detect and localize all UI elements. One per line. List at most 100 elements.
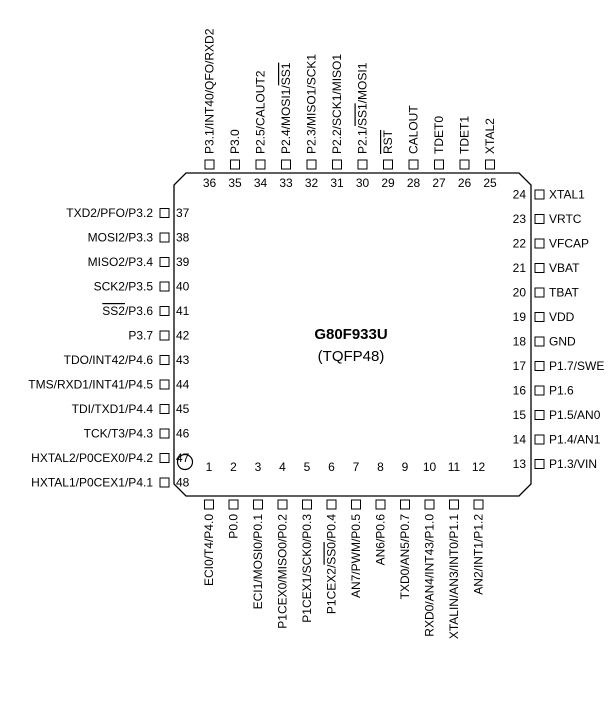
pin-label: ECI1/MOSI0/P0.1: [251, 514, 265, 610]
pin-47: 47 HXTAL2/P0CEX0/P4.2: [31, 451, 190, 465]
pin-27: 27 TDET0: [432, 116, 446, 190]
pin-label: XTAL1: [549, 188, 585, 202]
pin-label: P2.3/MISO1/SCK1: [305, 54, 319, 154]
pin-label: P2.5/CALOUT2: [254, 70, 268, 154]
pin-pad: [459, 159, 470, 170]
pin-label: P2.2/SCK1/MISO1: [330, 54, 344, 154]
pins-layer: 1ECI0/T4/P4.02P0.03ECI1/MOSI0/P0.14P1CEX…: [28, 28, 604, 639]
pin-number: 18: [513, 335, 527, 349]
pin-number: 46: [176, 427, 190, 441]
pin-label: TDO/INT42/P4.6: [64, 353, 154, 367]
pin-label: TDET1: [458, 116, 472, 154]
pin-number: 34: [254, 176, 268, 190]
pin-label: HXTAL2/P0CEX0/P4.2: [31, 451, 153, 465]
pin-pad: [159, 330, 170, 341]
pin-label: TXD2/PFO/P3.2: [66, 206, 153, 220]
pin-number: 31: [330, 176, 344, 190]
pin-label: CALOUT: [407, 105, 421, 154]
pin-number: 1: [206, 460, 213, 474]
pin1-marker: [176, 453, 194, 471]
pin-label: P3.7: [128, 329, 153, 343]
pin-pad: [400, 499, 410, 510]
pin-pad: [204, 159, 215, 170]
pin-number: 32: [305, 176, 319, 190]
pin-number: 13: [513, 457, 527, 471]
pin-pad: [159, 257, 170, 267]
pin-number: 3: [255, 460, 262, 474]
pin-pad: [534, 459, 545, 469]
chip-body: [173, 172, 532, 497]
pin-pad: [159, 355, 170, 365]
pin-31: 31 P2.2/SCK1/MISO1: [330, 54, 344, 190]
pin-pad: [302, 499, 312, 510]
pin-pad: [326, 499, 337, 510]
pin-pad: [534, 336, 545, 347]
pin-number: 11: [448, 460, 461, 474]
pin-pad: [281, 159, 291, 170]
pin-label: RST: [381, 129, 395, 154]
pin-number: 7: [353, 460, 360, 474]
pin-number: 5: [304, 460, 311, 474]
pin-label: P1CEX1/SCK0/P0.3: [300, 514, 314, 623]
pin-pad: [434, 159, 444, 170]
pin-label: RXD0/AN4/INT43/P1.0: [423, 514, 437, 637]
pin-number: 39: [176, 255, 190, 269]
pin-number: 14: [513, 433, 527, 447]
pin-pad: [473, 499, 484, 510]
pin-label: TBAT: [549, 286, 579, 300]
pin-number: 25: [483, 176, 497, 190]
pin-label: AN6/P0.6: [374, 514, 388, 566]
pin-number: 4: [279, 460, 286, 474]
pin-pad: [159, 477, 170, 488]
pin-number: 6: [328, 460, 335, 474]
pin-number: 38: [176, 231, 190, 245]
pin-pad: [159, 232, 170, 243]
pin-pad: [534, 434, 545, 445]
pin-pad: [424, 499, 435, 510]
pin-number: 28: [407, 176, 421, 190]
pin-number: 23: [513, 212, 527, 226]
pin-label: TDET0: [432, 116, 446, 154]
pin-label: P2.1/SS1/MOSI1: [356, 62, 370, 154]
pin-label: SS2/P3.6: [102, 304, 153, 318]
pin-pad: [534, 263, 545, 273]
pin-pad: [534, 287, 545, 298]
pin-label: AN7/PWM/P0.5: [349, 514, 363, 598]
pin-pad: [534, 312, 545, 322]
pin-38: 38 MOSI2/P3.3: [88, 231, 190, 245]
pin-number: 27: [432, 176, 446, 190]
pin-20: 20 TBAT: [513, 286, 580, 300]
pin-number: 20: [513, 286, 527, 300]
pin-number: 37: [176, 206, 190, 220]
pin-number: 26: [458, 176, 472, 190]
pin-pad: [230, 159, 240, 170]
pin-number: 47: [176, 451, 190, 465]
pin-pad: [253, 499, 263, 510]
pin-pad: [534, 214, 545, 224]
pin-number: 8: [377, 460, 384, 474]
chip-package-label: (TQFP48): [318, 348, 385, 365]
pin-28: 28 CALOUT: [407, 105, 421, 190]
pin-label: MOSI2/P3.3: [88, 231, 154, 245]
pin-label: TMS/RXD1/INT41/P4.5: [28, 378, 153, 392]
pin-pad: [375, 499, 386, 510]
pin-number: 40: [176, 280, 190, 294]
